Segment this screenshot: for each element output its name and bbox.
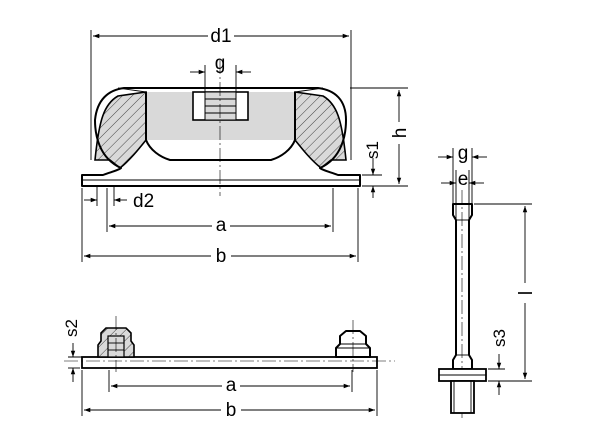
outer-contour — [81, 87, 361, 187]
bolt-shank — [452, 203, 473, 370]
label-l: l — [516, 291, 537, 295]
right-boss — [335, 330, 371, 358]
plate-view: s2 a b — [62, 316, 395, 421]
label-g-top: g — [215, 53, 226, 74]
label-s1: s1 — [363, 141, 382, 159]
label-s2: s2 — [62, 319, 81, 337]
dimensions-top: d1 g h s1 d2 a b — [81, 22, 411, 267]
label-a-bottom: a — [226, 375, 237, 396]
label-g-bolt: g — [458, 143, 469, 164]
bolt-view: g e l s3 — [438, 143, 537, 418]
label-h: h — [390, 128, 411, 139]
rubber-right-section — [294, 91, 347, 170]
rubber-left-section — [94, 91, 147, 170]
label-d2: d2 — [133, 191, 154, 212]
inner-profile — [145, 92, 296, 161]
base-plate — [81, 356, 378, 369]
bolt-thread — [450, 380, 475, 414]
label-e: e — [458, 169, 469, 190]
label-s3: s3 — [490, 329, 509, 347]
section-view — [81, 60, 361, 196]
label-b-top: b — [216, 246, 227, 267]
label-a-top: a — [216, 215, 227, 236]
label-d1: d1 — [210, 26, 231, 47]
label-b-bottom: b — [226, 400, 237, 421]
